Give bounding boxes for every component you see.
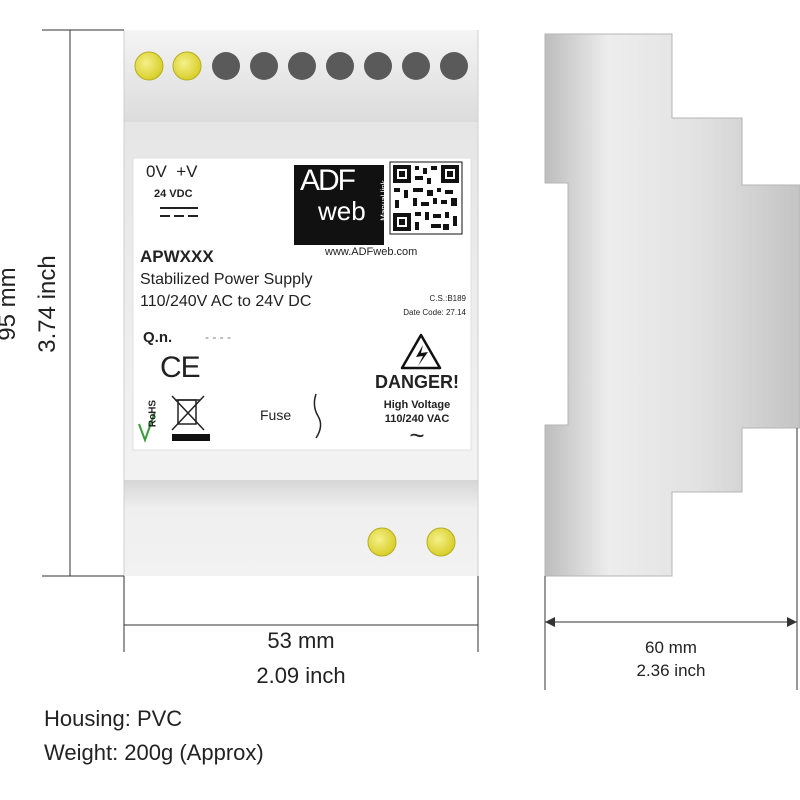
depth-arrow-left: [545, 617, 555, 627]
fuse-label: Fuse: [260, 407, 292, 423]
product-desc-line2: 110/240V AC to 24V DC: [140, 293, 312, 310]
width-mm-label: 53 mm: [267, 628, 335, 653]
danger-warning-icon: [400, 333, 442, 370]
height-inch-label: 3.74 inch: [34, 255, 61, 353]
depth-dimension: [544, 428, 798, 690]
weee-bin-icon: [171, 395, 210, 441]
qn-label: Q.n.: [143, 329, 173, 346]
depth-arrow-right: [787, 617, 797, 627]
rohs-text: RoHS: [147, 399, 159, 428]
height-mm-label: 95 mm: [0, 267, 21, 341]
product-desc-line1: Stabilized Power Supply: [140, 271, 313, 288]
vdc-text: 24 VDC: [154, 188, 193, 200]
side-housing-profile: [544, 33, 800, 577]
brand-adf: ADF: [300, 164, 356, 197]
top-terminal-row: [134, 51, 468, 81]
danger-text: DANGER!: [375, 372, 459, 392]
qr-code: [389, 161, 463, 235]
width-inch-label: 2.09 inch: [256, 663, 346, 688]
voltage-range-text: 110/240 VAC: [384, 413, 450, 425]
voltage-terminals-text: 0V +V: [146, 162, 198, 181]
height-dimension: [42, 29, 124, 577]
width-dimension: [123, 576, 479, 652]
model-text: APWXXX: [140, 247, 214, 266]
terminal-yellow-4: [426, 527, 456, 557]
weight-text: Weight: 200g (Approx): [44, 740, 264, 765]
depth-inch-label: 2.36 inch: [636, 661, 706, 680]
date-code-text: Date Code: 27.14: [403, 308, 466, 317]
terminal-grey-7: [440, 52, 468, 80]
brand-web: web: [318, 196, 366, 226]
ce-mark: CE: [160, 351, 201, 384]
depth-mm-label: 60 mm: [645, 638, 697, 657]
housing-text: Housing: PVC: [44, 706, 183, 731]
cs-code-text: C.S.:B189: [429, 294, 466, 303]
qn-value: - - - -: [205, 330, 231, 344]
terminal-grey-6: [402, 52, 430, 80]
terminal-grey-2: [250, 52, 278, 80]
terminal-yellow-2: [172, 51, 202, 81]
manual-link-text: Manual link: [379, 180, 389, 221]
rohs-check-icon: [138, 411, 156, 443]
bottom-terminal-row: [367, 527, 456, 557]
terminal-grey-1: [212, 52, 240, 80]
adfweb-logo: [294, 165, 384, 245]
terminal-yellow-3: [367, 527, 397, 557]
high-voltage-text: High Voltage: [383, 399, 451, 411]
fuse-symbol-icon: [313, 393, 322, 439]
terminal-grey-4: [326, 52, 354, 80]
terminal-grey-3: [288, 52, 316, 80]
terminal-yellow-1: [134, 51, 164, 81]
dc-symbol: [160, 207, 198, 217]
terminal-grey-5: [364, 52, 392, 80]
website-text: www.ADFweb.com: [325, 246, 418, 258]
ac-symbol: ~: [409, 420, 425, 450]
